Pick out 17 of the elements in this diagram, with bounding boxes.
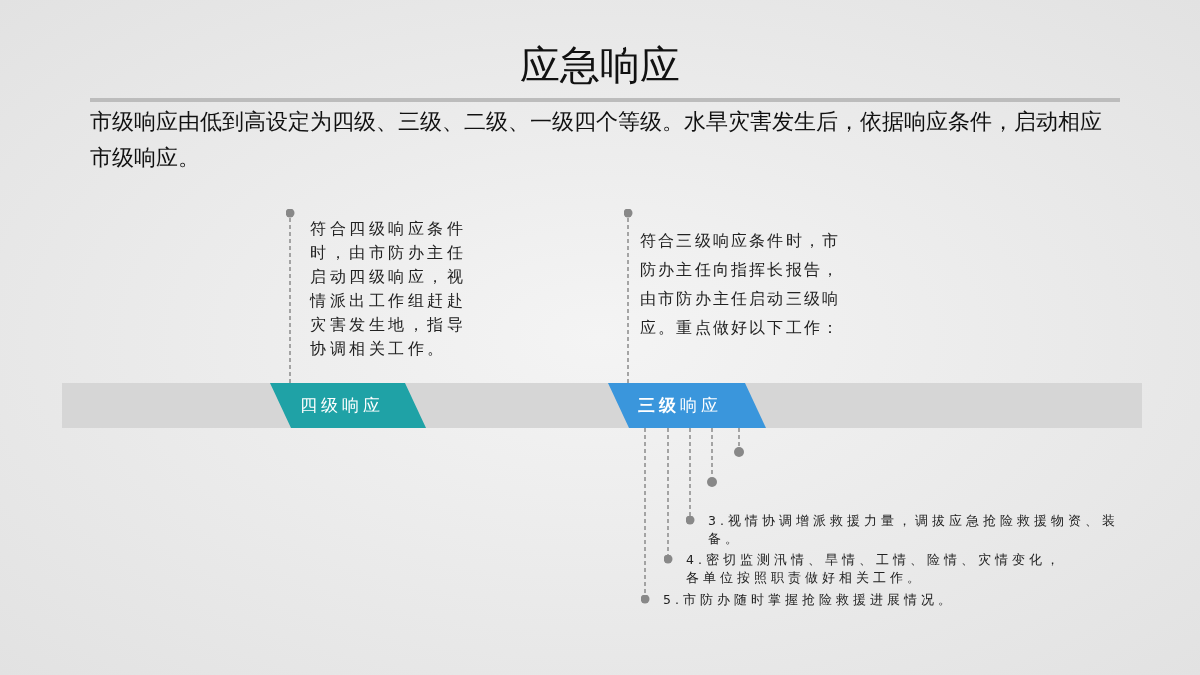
level-tab: 三级响应 [608,383,766,428]
intro-paragraph: 市级响应由低到高设定为四级、三级、二级、一级四个等级。水旱灾害发生后，依据响应条件，启动相应市级响应。 [90,108,1102,172]
title: 应急响应 [519,41,681,90]
list-item: 5.市防办随时掌握抢险救援进展情况。 [645,591,1045,609]
dot-marker [734,447,744,457]
dashed-connector [738,427,740,448]
description-text: 符合三级响应条件时，市防办主任向指挥长报告，由市防办主任启动三级响应。重点做好以下工作： [620,213,845,368]
dashed-connector [685,427,695,525]
list-item: 4.密切监测汛情、旱情、工情、险情、灾情变化，各单位按照职责做好相关工作。 [668,551,1073,587]
dashed-connector [640,427,650,604]
dashed-connector [623,208,633,384]
description-text: 符合四级响应条件时，由市防办主任启动四级响应，视情派出工作组赶赴灾害发生地，指导协调相关工作。 [283,213,483,373]
level-tab: 四级响应 [270,383,426,428]
list-item: 3.视情协调增派救援力量，调拔应急抢险救援物资、装备。 [690,512,1126,548]
dashed-connector [285,208,295,384]
dot-marker [707,477,717,487]
dashed-connector [663,427,673,564]
